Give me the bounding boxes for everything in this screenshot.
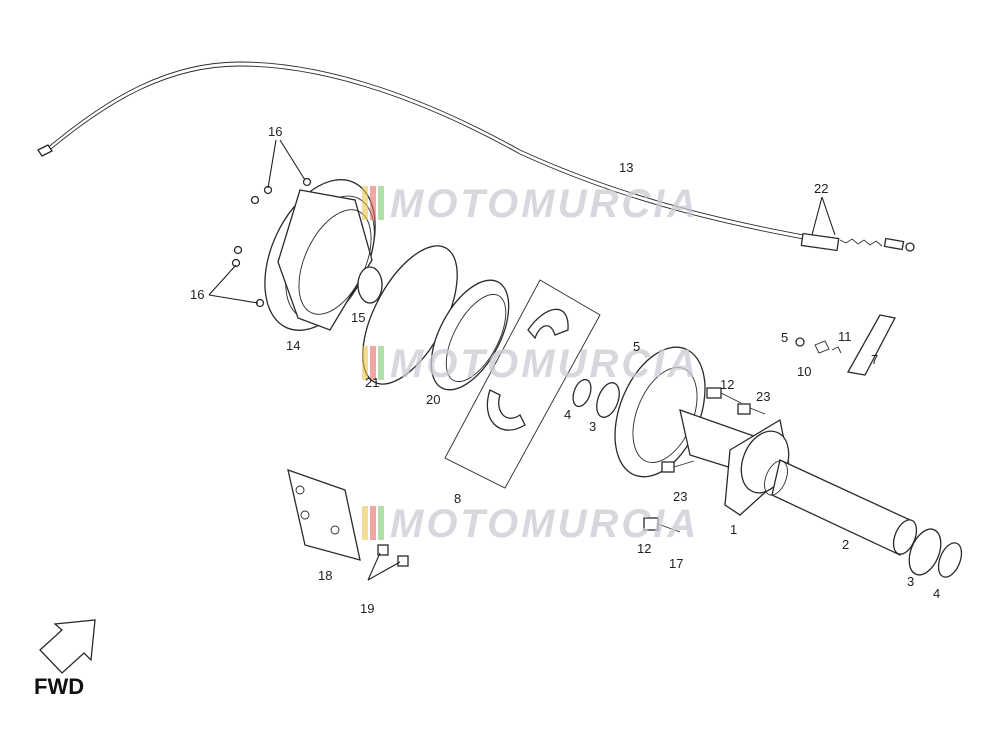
callout-13: 13 [619, 160, 633, 175]
callout-22: 22 [814, 181, 828, 196]
watermark-bar [370, 186, 376, 220]
callout-3: 3 [589, 419, 596, 434]
bracket-plate [287, 468, 409, 567]
watermark-bar [370, 346, 376, 380]
callout-10: 10 [797, 364, 811, 379]
callout-12: 12 [720, 377, 734, 392]
watermark-bar [378, 186, 384, 220]
watermark-text: MOTOMURCIA [390, 502, 699, 546]
callout-12: 12 [637, 541, 651, 556]
watermark-bar [378, 506, 384, 540]
watermark-bar [370, 506, 376, 540]
callout-19: 19 [360, 601, 374, 616]
watermark-bar [362, 506, 368, 540]
leader-lines [208, 139, 836, 581]
watermark-text: MOTOMURCIA [390, 182, 699, 226]
callout-14: 14 [286, 338, 300, 353]
callout-7: 7 [871, 352, 878, 367]
brake-lever [795, 314, 896, 376]
callout-4: 4 [564, 407, 571, 422]
brake-cable [37, 61, 915, 252]
callout-5: 5 [781, 330, 788, 345]
callout-5: 5 [633, 339, 640, 354]
callout-16: 16 [190, 287, 204, 302]
screws [231, 177, 312, 308]
callout-21: 21 [365, 375, 379, 390]
direction-label: FWD [34, 674, 84, 699]
hub-housing [614, 346, 791, 516]
watermark-bar [362, 346, 368, 380]
circlip-left [572, 378, 592, 408]
bearing-right [908, 528, 942, 576]
callout-16: 16 [268, 124, 282, 139]
callout-2: 2 [842, 537, 849, 552]
watermark-bar [378, 346, 384, 380]
callout-3: 3 [907, 574, 914, 589]
callout-23: 23 [673, 489, 687, 504]
bolts [643, 387, 766, 533]
watermark-top: MOTOMURCIA [362, 182, 699, 226]
watermark-middle: MOTOMURCIA [362, 342, 699, 386]
forward-direction-indicator: FWD [34, 619, 96, 699]
watermark-bottom: MOTOMURCIA [362, 502, 699, 546]
callout-23: 23 [756, 389, 770, 404]
axle-shaft [764, 459, 918, 556]
forward-arrow-icon [39, 619, 96, 674]
watermark-text: MOTOMURCIA [390, 342, 699, 386]
circlip-right [937, 542, 963, 578]
brake-shoes [444, 279, 601, 489]
callouts: 16 16 14 15 21 20 8 13 22 5 4 3 12 23 23… [190, 124, 940, 616]
callout-8: 8 [454, 491, 461, 506]
callout-4: 4 [933, 586, 940, 601]
callout-1: 1 [730, 522, 737, 537]
brake-lining [430, 279, 510, 391]
bearing-left [596, 382, 620, 418]
callout-15: 15 [351, 310, 365, 325]
callout-17: 17 [669, 556, 683, 571]
callout-20: 20 [426, 392, 440, 407]
oil-seal [357, 266, 383, 304]
callout-18: 18 [318, 568, 332, 583]
callout-11: 11 [838, 329, 852, 344]
watermark-bar [362, 186, 368, 220]
